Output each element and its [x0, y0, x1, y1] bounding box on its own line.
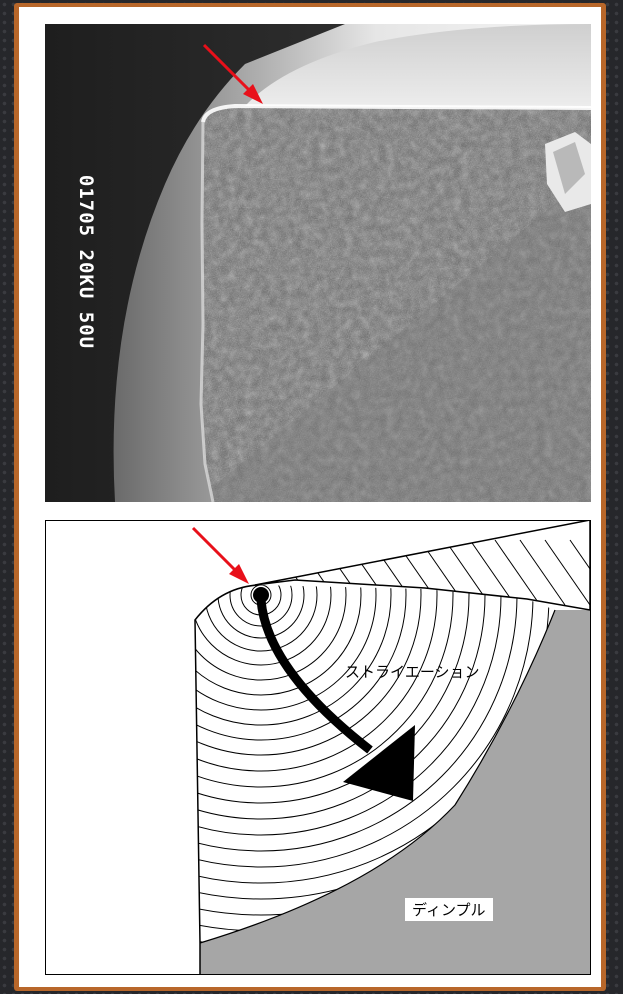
crack-origin-arrow-icon	[45, 24, 591, 502]
sem-caption: 01705 20KU 50U	[75, 175, 97, 349]
striation-label: ストライエーション	[345, 661, 480, 682]
sem-fractograph	[45, 24, 591, 502]
crack-origin-arrow-icon	[45, 520, 591, 975]
dimple-label: ディンプル	[405, 898, 493, 921]
fracture-diagram	[45, 520, 591, 975]
